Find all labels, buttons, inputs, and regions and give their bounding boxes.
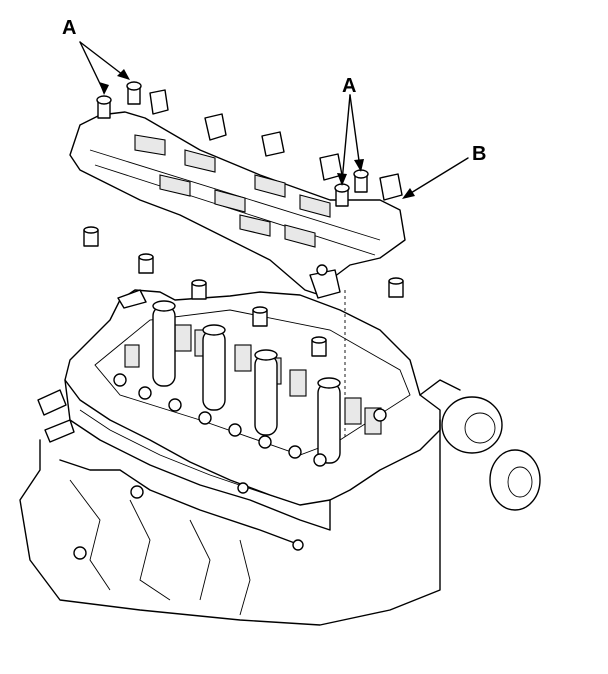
dowel-pins — [83, 226, 404, 357]
engine-block — [19, 419, 441, 626]
callout-leaders — [79, 41, 469, 199]
head-bolts — [113, 373, 387, 551]
callout-label-a-right: A — [342, 75, 356, 97]
spark-plug-tubes — [152, 300, 341, 464]
camshaft-pulley-upper — [441, 396, 503, 454]
block-bolt-1 — [130, 485, 144, 499]
callout-label-b: B — [472, 143, 486, 165]
camshaft-pulley-lower — [489, 449, 541, 511]
coolant-outlet-pipe — [37, 389, 67, 416]
cylinder-head — [37, 289, 541, 551]
hose-fitting — [44, 419, 75, 443]
callout-label-a-left: A — [62, 17, 76, 39]
rocker-arm-assembly — [69, 81, 406, 440]
block-bolt-2 — [73, 546, 87, 560]
